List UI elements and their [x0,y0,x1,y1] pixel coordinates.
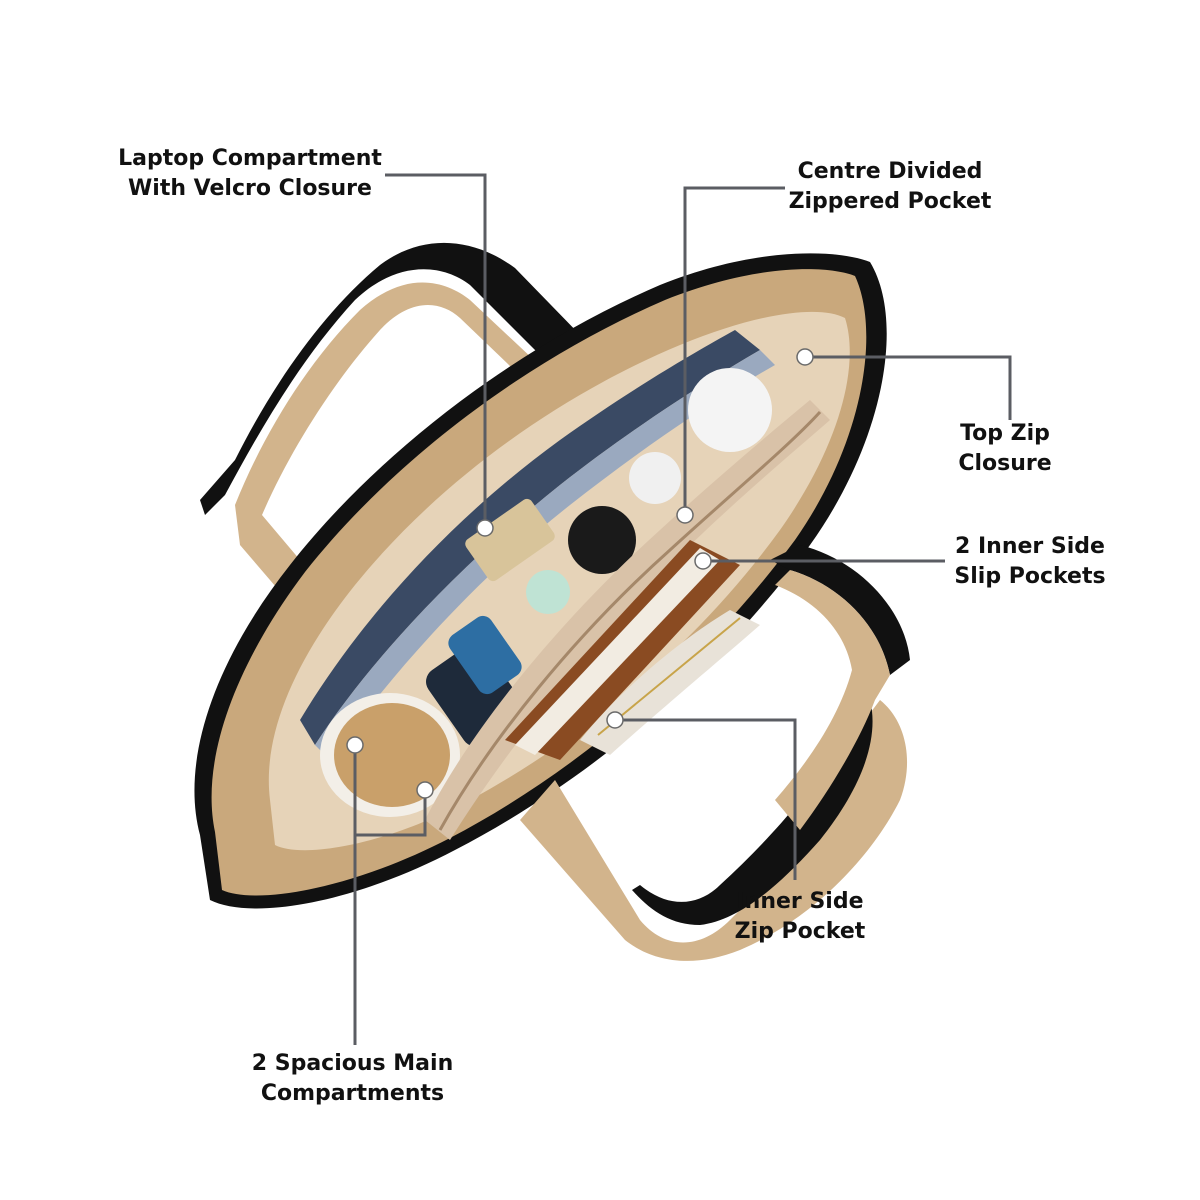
front-handle [520,545,910,961]
callout-slip-line1: 2 Inner Side [955,534,1105,559]
notebook [505,540,740,760]
callout-main-line1: 2 Spacious Main [251,1051,454,1076]
callout-dots [346,348,814,799]
bottle [320,615,524,817]
callout-innerzip-line2: Zip Pocket [734,919,866,944]
small-jars [526,368,772,614]
callout-centre-line1: Centre Divided [797,159,983,184]
callout-main-line2: Compartments [260,1081,445,1106]
back-handle [200,242,585,615]
callout-inner-zip-pocket: Inner Side Zip Pocket [720,887,880,947]
callout-topzip-line1: Top Zip [960,421,1050,446]
velcro-tab [465,498,555,582]
callout-innerzip-line1: Inner Side [736,889,864,914]
callout-laptop-compartment: Laptop Compartment With Velcro Closure [105,144,395,204]
callout-top-zip-closure: Top Zip Closure [940,419,1070,479]
callout-main-compartments: 2 Spacious Main Compartments [230,1049,475,1109]
callout-centre-zippered-pocket: Centre Divided Zippered Pocket [770,157,1010,217]
callout-laptop-line2: With Velcro Closure [128,176,372,201]
callout-laptop-line1: Laptop Compartment [118,146,382,171]
callout-slip-line2: Slip Pockets [954,564,1106,589]
callout-topzip-line2: Closure [958,451,1052,476]
callout-centre-line2: Zippered Pocket [788,189,992,214]
callout-slip-pockets: 2 Inner Side Slip Pockets [940,532,1120,592]
leader-lines [353,173,1012,1045]
